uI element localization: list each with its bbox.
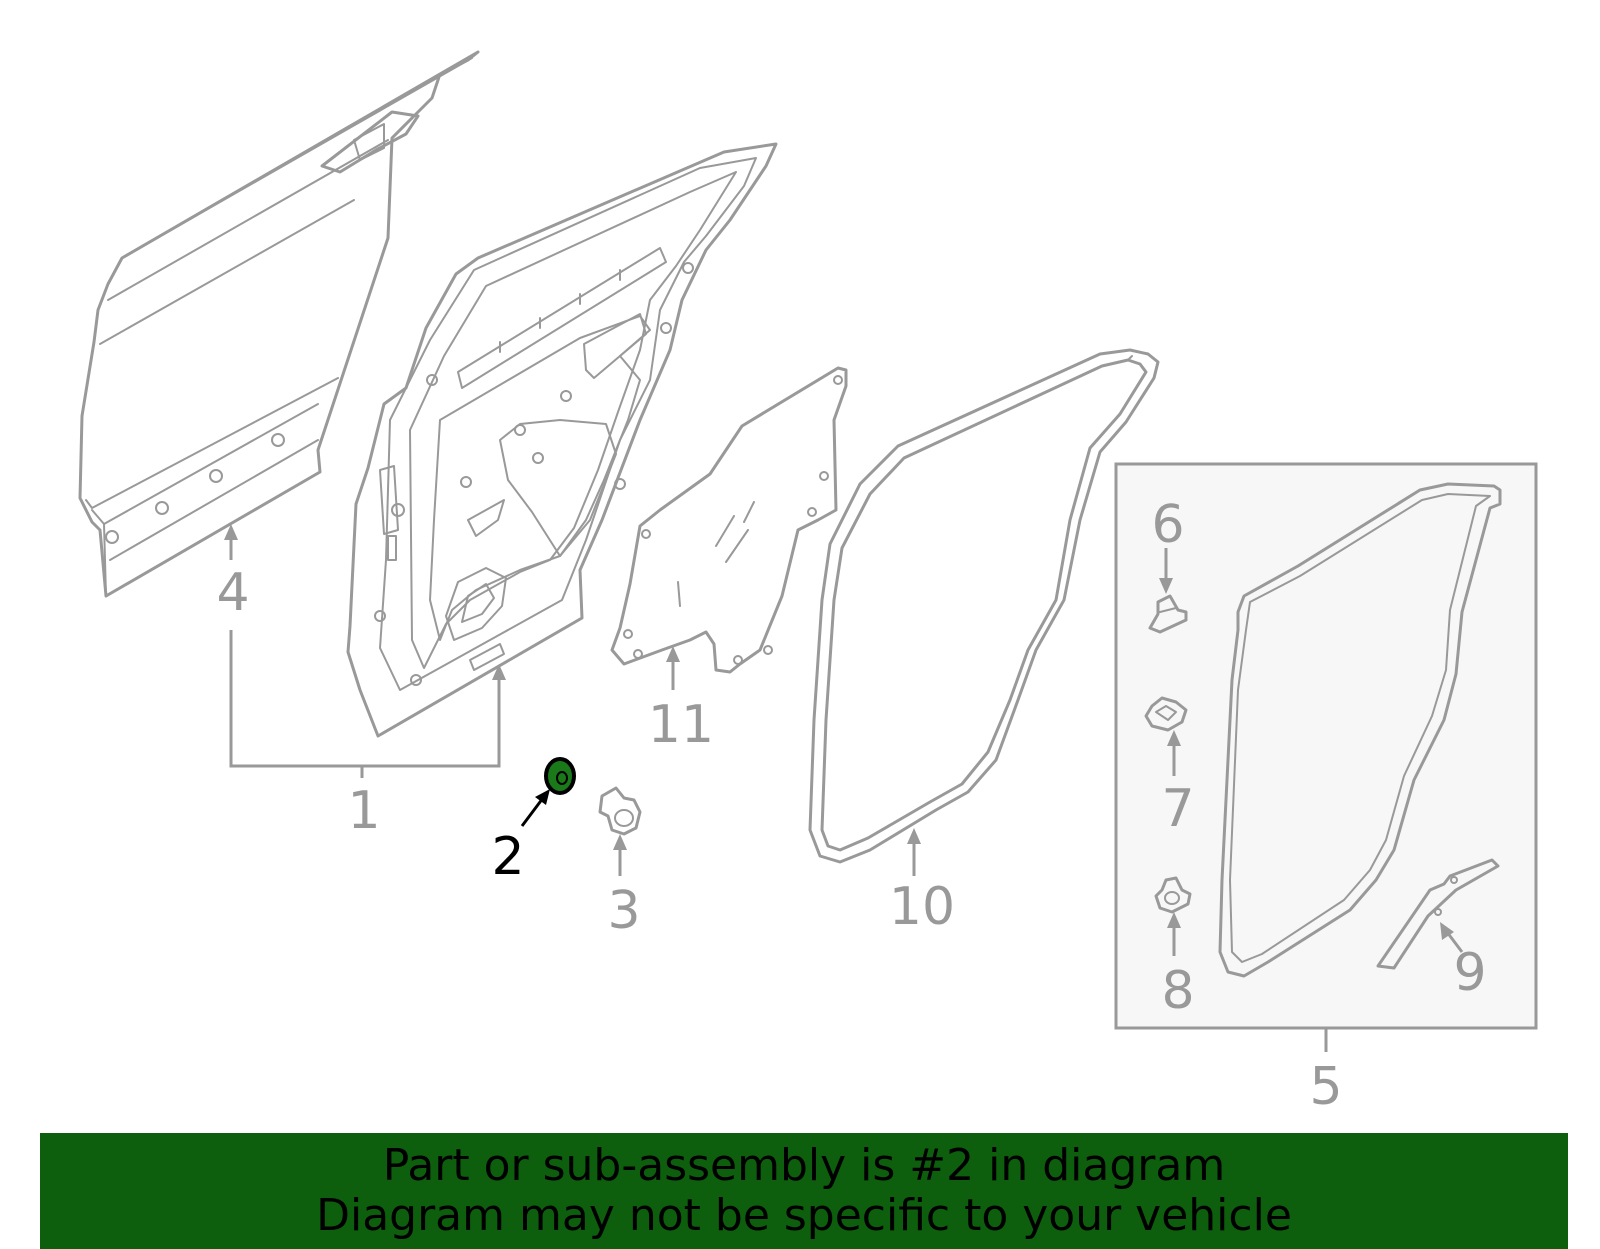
opening-weatherstrip — [1218, 482, 1502, 978]
door-glass — [610, 366, 848, 674]
outer-door-panel — [78, 50, 480, 598]
banner-line-2: Diagram may not be specific to your vehi… — [316, 1190, 1292, 1241]
banner-line-1: Part or sub-assembly is #2 in diagram — [382, 1140, 1226, 1191]
door-plug-highlighted — [544, 757, 576, 795]
clip-7 — [1144, 696, 1188, 732]
callout-11: 11 — [648, 695, 714, 755]
door-shell — [346, 142, 778, 738]
kit-box — [1114, 462, 1538, 1030]
callout-7: 7 — [1161, 779, 1194, 839]
callout-1: 1 — [347, 781, 380, 841]
callout-6: 6 — [1151, 495, 1184, 555]
garnish-9 — [1376, 858, 1500, 970]
callout-8: 8 — [1161, 961, 1194, 1021]
callout-2: 2 — [491, 827, 524, 887]
callout-labels: 4 1 2 3 11 10 6 7 8 9 5 — [216, 495, 1486, 1117]
callout-10: 10 — [889, 877, 955, 937]
clip-6 — [1148, 594, 1188, 634]
info-banner: Part or sub-assembly is #2 in diagram Di… — [40, 1133, 1568, 1249]
door-weatherstrip — [808, 348, 1160, 864]
callout-4: 4 — [216, 563, 249, 623]
callout-3: 3 — [607, 881, 640, 941]
callout-9: 9 — [1453, 943, 1486, 1003]
callout-5: 5 — [1309, 1057, 1342, 1117]
clip-8 — [1154, 876, 1192, 914]
door-bumper — [598, 786, 642, 836]
leader-lines — [224, 524, 1464, 1052]
